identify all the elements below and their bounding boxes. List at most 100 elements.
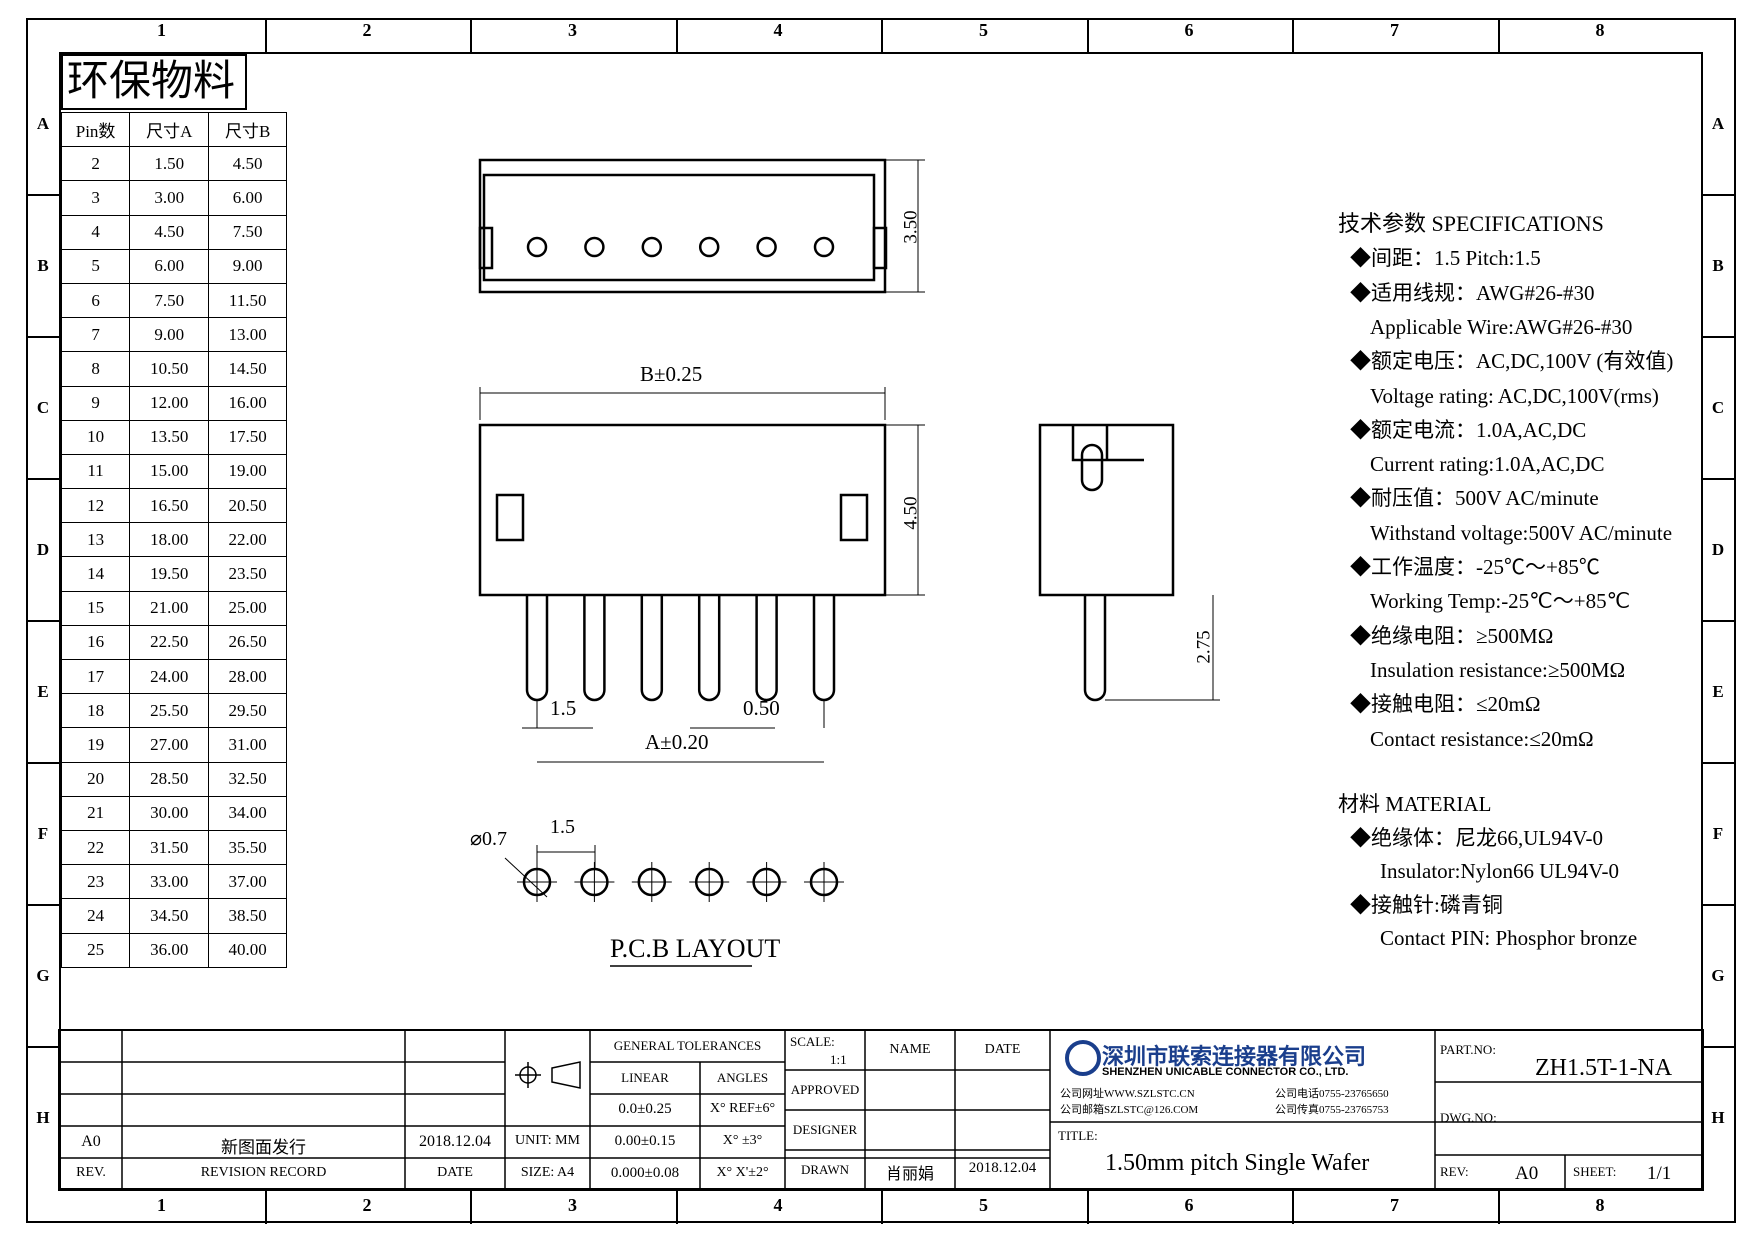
spec-line: Withstand voltage:500V AC/minute xyxy=(1370,520,1673,545)
table-cell: 4 xyxy=(60,214,131,250)
zone-tick xyxy=(675,1190,678,1224)
drawn-date: 2018.12.04 xyxy=(968,1160,1037,1176)
table-cell: 11.50 xyxy=(208,282,287,319)
zone-row-A: A xyxy=(36,114,50,133)
zone-tick xyxy=(26,620,59,622)
company-web: 公司网址WWW.SZLSTC.CN xyxy=(1060,1088,1195,1100)
spec-line: Current rating:1.0A,AC,DC xyxy=(1370,452,1605,477)
material-line: ◆接触针:磷青铜 xyxy=(1350,892,1503,917)
table-cell: 25 xyxy=(60,932,131,968)
dwg-no-label: DWG.NO: xyxy=(1440,1110,1497,1125)
zone-col-8: 8 xyxy=(1595,1195,1605,1215)
zone-tick xyxy=(470,1190,472,1224)
zone-tick xyxy=(26,904,59,906)
company-mail: 公司邮箱SZLSTC@126.COM xyxy=(1060,1104,1199,1116)
spec-line: Voltage rating: AC,DC,100V(rms) xyxy=(1370,383,1659,408)
zone-tick xyxy=(26,1046,59,1048)
table-cell: 13 xyxy=(60,522,131,558)
spec-line: ◆额定电压：AC,DC,100V (有效值) xyxy=(1350,349,1674,374)
zone-tick xyxy=(470,18,472,52)
zone-row-D: D xyxy=(1711,540,1725,559)
zone-tick xyxy=(1497,18,1500,52)
pin xyxy=(583,595,606,702)
table-cell: 4.50 xyxy=(129,214,210,250)
eco-badge: 环保物料 xyxy=(61,54,247,110)
linear-2: 0.00±0.15 xyxy=(614,1133,676,1149)
table-cell: 1.50 xyxy=(129,146,210,182)
zone-tick xyxy=(264,1190,267,1224)
table-cell: 3 xyxy=(60,180,131,216)
table-cell: 11 xyxy=(60,453,131,490)
drawn-label: DRAWN xyxy=(800,1162,850,1177)
approved-label: APPROVED xyxy=(790,1082,860,1097)
zone-row-G: G xyxy=(1711,966,1725,985)
zone-row-B: B xyxy=(1712,256,1724,275)
zone-tick xyxy=(1703,194,1736,196)
zone-tick xyxy=(26,762,59,764)
spec-line: ◆额定电流：1.0A,AC,DC xyxy=(1350,417,1587,442)
zone-row-C: C xyxy=(1711,398,1725,417)
zone-row-F: F xyxy=(37,824,49,843)
zone-row-G: G xyxy=(36,966,50,985)
company-name-cn: 深圳市联索连接器有限公司 xyxy=(1102,1045,1367,1070)
zone-tick xyxy=(1703,904,1736,906)
scale-label: SCALE: xyxy=(790,1034,835,1049)
zone-row-F: F xyxy=(1712,824,1724,843)
scale-value: 1:1 xyxy=(830,1052,847,1067)
rev-value: A0 xyxy=(81,1133,101,1150)
zone-col-3: 3 xyxy=(568,20,577,40)
dim-a: A±0.20 xyxy=(645,730,709,754)
zone-tick xyxy=(264,18,267,52)
table-cell: 29.50 xyxy=(208,693,287,729)
material-line: ◆绝缘体：尼龙66,UL94V-0 xyxy=(1350,825,1603,850)
material-line: Insulator:Nylon66 UL94V-0 xyxy=(1380,859,1619,883)
table-cell: 10.50 xyxy=(129,351,210,387)
zone-tick xyxy=(881,1190,883,1224)
table-cell: 30.00 xyxy=(129,795,210,831)
zone-tick xyxy=(675,18,678,52)
table-cell: 9.00 xyxy=(208,248,287,284)
dim-diameter: ⌀0.7 xyxy=(470,828,508,850)
material-line: Contact PIN: Phosphor bronze xyxy=(1380,926,1638,950)
spec-line: ◆适用线规：AWG#26-#30 xyxy=(1350,280,1595,305)
table-cell: 17.50 xyxy=(208,419,287,455)
pcb-layout-label: P.C.B LAYOUT xyxy=(610,934,781,963)
zone-col-5: 5 xyxy=(979,20,988,40)
zone-col-1: 1 xyxy=(157,20,166,40)
table-cell: 6 xyxy=(60,282,131,319)
part-no: ZH1.5T-1-NA xyxy=(1535,1055,1673,1081)
name-header: NAME xyxy=(889,1042,931,1057)
zone-row-H: H xyxy=(36,1108,50,1127)
spec-line: Insulation resistance:≥500MΩ xyxy=(1370,657,1626,682)
revision-record-header: REVISION RECORD xyxy=(200,1165,327,1180)
pin-table-header: 尺寸A xyxy=(129,111,210,148)
spec-line: Applicable Wire:AWG#26-#30 xyxy=(1370,314,1633,339)
zone-col-2: 2 xyxy=(362,20,372,40)
zone-row-D: D xyxy=(36,540,50,559)
pin-hole xyxy=(756,236,777,258)
size: SIZE: A4 xyxy=(520,1165,575,1180)
zone-tick xyxy=(881,18,883,52)
pin-table-header: 尺寸B xyxy=(208,111,287,148)
angle-3: X° X'±2° xyxy=(716,1165,769,1180)
table-cell: 22.00 xyxy=(208,522,287,558)
table-cell: 19.50 xyxy=(129,556,210,592)
zone-tick xyxy=(1703,620,1736,622)
table-cell: 40.00 xyxy=(208,932,287,968)
zone-col-4: 4 xyxy=(773,1195,783,1215)
table-cell: 8 xyxy=(60,351,131,387)
zone-col-3: 3 xyxy=(568,1195,577,1215)
table-cell: 34.50 xyxy=(129,898,210,934)
angle-2: X° ±3° xyxy=(722,1133,763,1148)
zone-tick xyxy=(1703,1046,1736,1048)
